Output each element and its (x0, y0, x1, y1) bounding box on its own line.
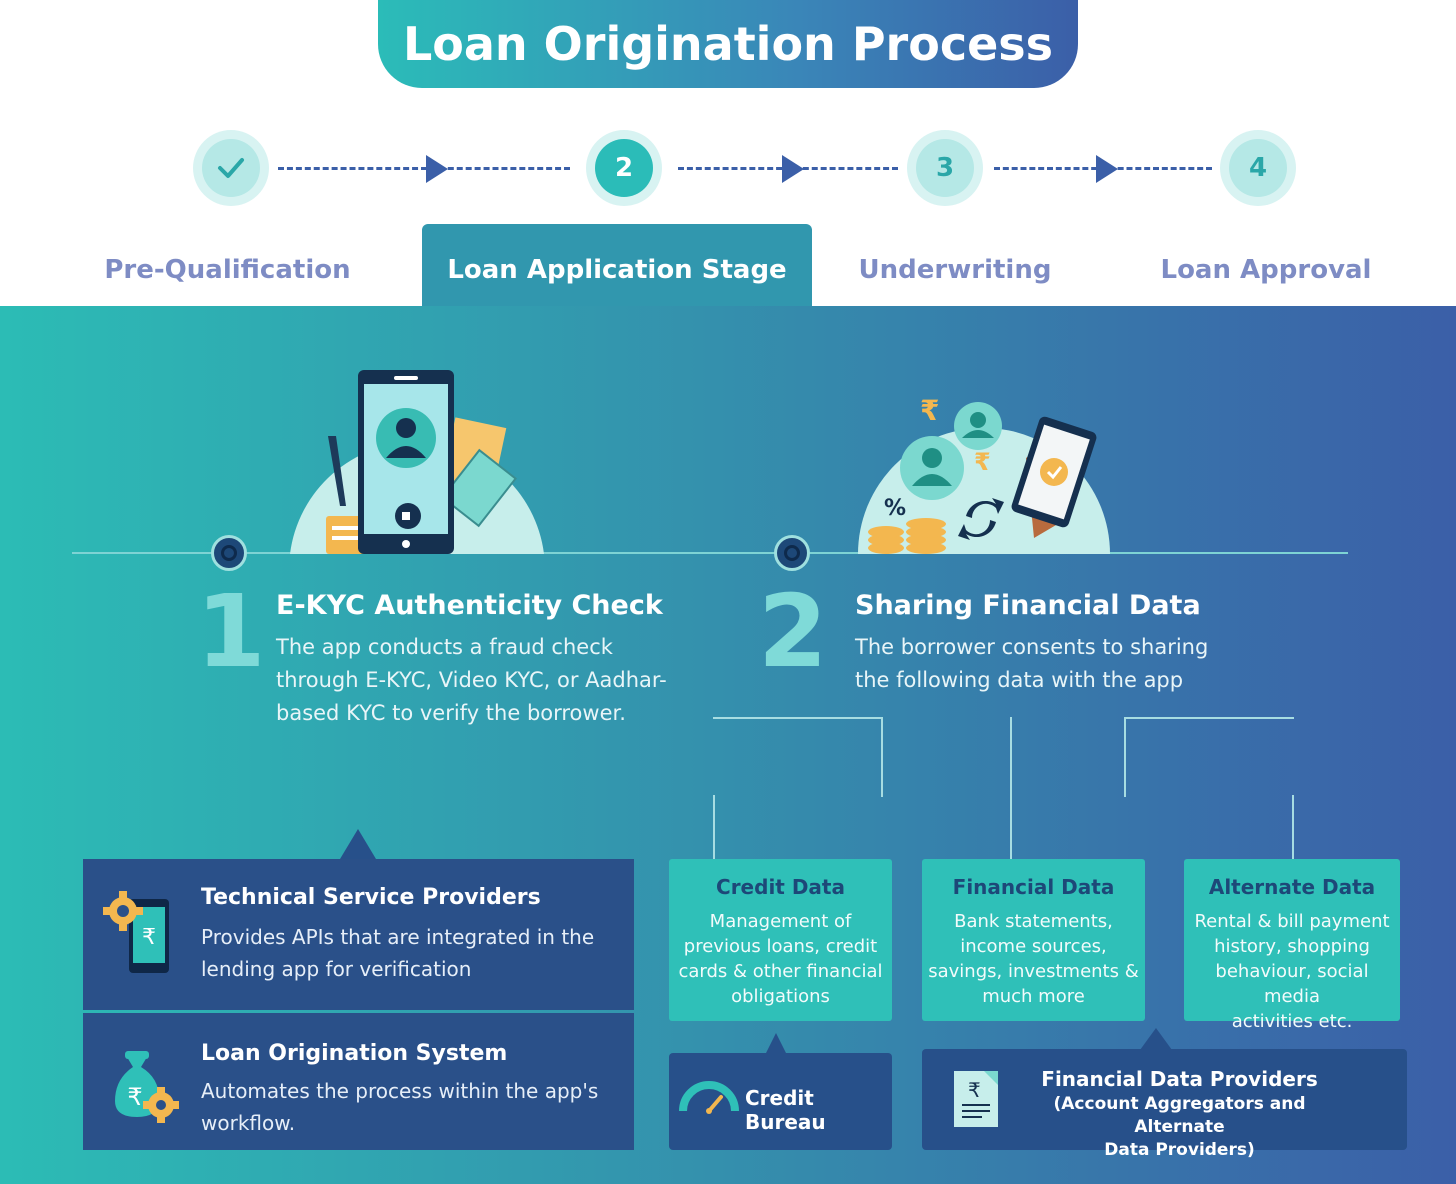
pointer-triangle (340, 829, 376, 859)
financial-data-box: Financial Data Bank statements, income s… (922, 859, 1145, 1021)
gear-phone-icon: ₹ (103, 891, 169, 973)
alternate-data-box: Alternate Data Rental & bill payment his… (1184, 859, 1400, 1032)
step-3: 3 (907, 130, 983, 206)
money-bag-gear-icon: ₹ (115, 1051, 179, 1123)
main-panel: ₹ ₹ % 1 E-KYC Authenticity Check The app… (0, 306, 1456, 1184)
rupee-icon: ₹ (974, 448, 991, 476)
credit-data-title: Credit Data (716, 875, 845, 899)
check-icon (218, 158, 244, 178)
fdp-box: ₹ Financial Data Providers (Account Aggr… (922, 1049, 1407, 1160)
step-2: 2 (586, 130, 662, 206)
fdp-title: Financial Data Providers (1041, 1067, 1318, 1091)
financial-data-body: Bank statements, income sources, savings… (928, 911, 1139, 1007)
credit-bureau-box: Credit Bureau (669, 1053, 892, 1150)
fdp-subtitle: (Account Aggregators and Alternate Data … (1053, 1094, 1306, 1160)
tech-provider-panel: ₹ Technical Service Providers Provides A… (83, 859, 634, 1010)
step-4-number: 4 (1229, 139, 1287, 197)
section-1-body: The app conducts a fraud check through E… (276, 635, 667, 725)
step-1 (193, 130, 269, 206)
gauge-icon (679, 1081, 739, 1114)
svg-text:₹: ₹ (968, 1078, 981, 1102)
step-4: 4 (1220, 130, 1296, 206)
tech-provider-title: Technical Service Providers (201, 885, 541, 910)
arrow-icon (426, 155, 448, 183)
connector-alternate (1124, 717, 1294, 797)
timeline-dot-2 (774, 535, 810, 571)
alternate-data-body: Rental & bill payment history, shopping … (1194, 911, 1390, 1032)
credit-data-box: Credit Data Management of previous loans… (669, 859, 892, 1021)
arrow-icon (1096, 155, 1118, 183)
svg-text:₹: ₹ (142, 925, 156, 950)
step-connector-1 (278, 167, 570, 170)
section-1-number: 1 (196, 573, 266, 690)
step-3-number: 3 (916, 139, 974, 197)
step-2-number: 2 (595, 139, 653, 197)
section-1-title: E-KYC Authenticity Check (276, 590, 663, 621)
pointer-triangle (1140, 1028, 1172, 1050)
page-title: Loan Origination Process (378, 0, 1078, 88)
stage-loan-application[interactable]: Loan Application Stage (447, 255, 787, 285)
section-2-body: The borrower consents to sharing the fol… (855, 635, 1209, 692)
los-body: Automates the process within the app's w… (201, 1079, 599, 1135)
stage-underwriting[interactable]: Underwriting Stage (858, 255, 1052, 345)
pointer-triangle (766, 1033, 786, 1053)
los-panel: ₹ Loan Origination System Automates the … (83, 1013, 634, 1150)
section-2-title: Sharing Financial Data (855, 590, 1201, 621)
timeline-line (72, 552, 1348, 554)
connector-credit-down (713, 795, 715, 859)
los-title: Loan Origination System (201, 1041, 508, 1066)
ekyc-phone-illustration (290, 370, 544, 554)
stage-pre-qualification[interactable]: Pre-Qualification Stage (104, 255, 351, 345)
connector-financial (1010, 717, 1012, 859)
credit-data-body: Management of previous loans, credit car… (678, 911, 883, 1007)
alternate-data-title: Alternate Data (1208, 875, 1376, 899)
financial-data-title: Financial Data (952, 875, 1115, 899)
tech-provider-body: Provides APIs that are integrated in the… (201, 925, 595, 981)
timeline-dot-1 (211, 535, 247, 571)
active-stage-tab[interactable] (422, 224, 812, 308)
stage-loan-approval[interactable]: Loan Approval Stage (1160, 255, 1372, 345)
percent-icon: % (884, 496, 907, 521)
document-rupee-icon: ₹ (954, 1071, 998, 1127)
rupee-icon: ₹ (920, 394, 940, 427)
arrow-icon (782, 155, 804, 183)
svg-text:₹: ₹ (127, 1083, 142, 1111)
financial-data-illustration (858, 402, 1110, 554)
credit-bureau-label: Credit Bureau (745, 1086, 826, 1134)
section-2-number: 2 (758, 573, 828, 690)
connector-credit (713, 717, 883, 797)
connector-alternate-down (1292, 795, 1294, 859)
